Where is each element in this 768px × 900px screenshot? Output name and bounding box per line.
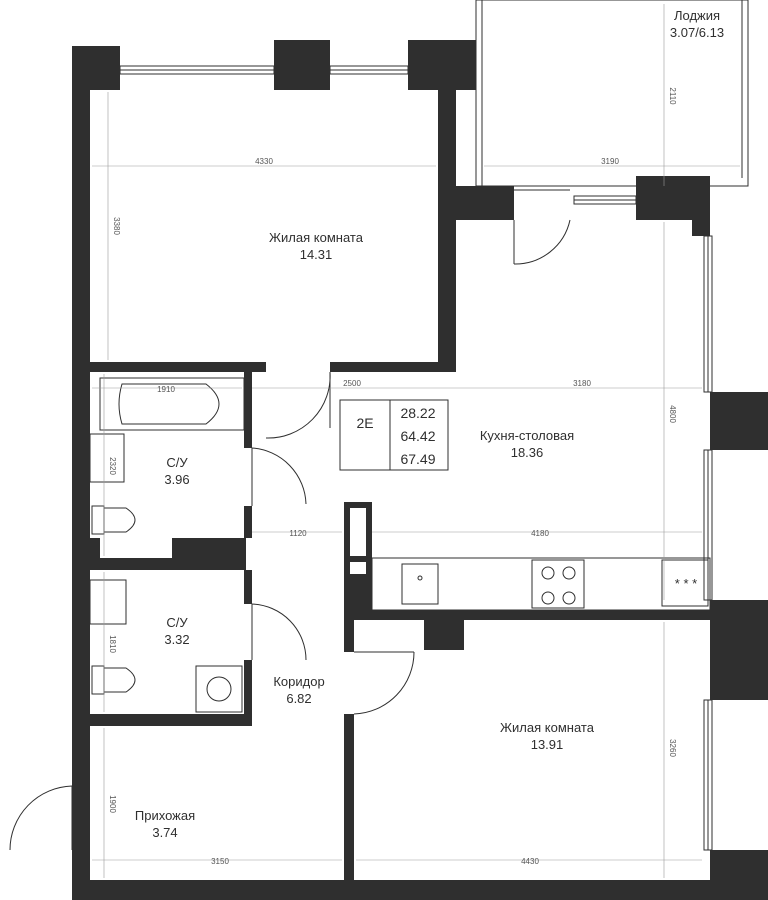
apartment-info-box [339,399,449,471]
room-name-bath1: С/У [166,455,188,470]
apartment-code: 2E [356,415,373,431]
dim-bath1-width: 1910 [157,385,175,394]
dim-living1-height: 3380 [112,217,121,235]
dim-living1-width: 4330 [255,157,273,166]
room-name-kitchen: Кухня-столовая [480,428,574,443]
dim-kitchen-height: 4800 [668,405,677,423]
washing-machine [195,665,243,713]
apartment-area-with-loggia: 67.49 [400,451,435,467]
dim-kitchen-width-a: 2500 [343,379,361,388]
shaft-1 [350,508,366,556]
room-area-bath1: 3.96 [164,472,189,487]
kitchen-counter [371,557,711,611]
sink-1 [89,433,125,483]
room-name-corridor: Коридор [273,674,324,689]
apartment-area-living: 28.22 [400,405,435,421]
walls [72,40,768,900]
fixtures [89,377,711,713]
sink-2 [89,579,127,625]
dim-living2-width: 4430 [521,857,539,866]
dim-corridor-width: 1120 [289,529,307,538]
dim-hallway-height: 1900 [108,795,117,813]
dim-bath2-height: 1810 [108,635,117,653]
room-area-loggia: 3.07/6.13 [670,25,724,40]
bathtub [99,377,245,431]
room-name-hallway: Прихожая [135,808,195,823]
doors [9,189,571,851]
shaft-2 [350,562,366,574]
room-area-corridor: 6.82 [286,691,311,706]
room-area-kitchen: 18.36 [511,445,544,460]
dim-bath1-height: 2320 [108,457,117,475]
apartment-area-total: 64.42 [400,428,435,444]
stove [531,559,585,609]
room-area-living1: 14.31 [300,247,333,262]
toilet-1 [91,505,105,535]
room-area-hallway: 3.74 [152,825,177,840]
room-name-loggia: Лоджия [674,8,720,23]
room-name-living1: Жилая комната [269,230,364,245]
room-name-bath2: С/У [166,615,188,630]
kitchen-sink [401,563,439,605]
dim-living2-height: 3260 [668,739,677,757]
windows [119,65,713,851]
dim-loggia-height: 2110 [668,87,677,105]
fridge-mark: * * * [675,576,697,591]
dim-loggia-width: 3190 [601,157,619,166]
loggia-outline [475,0,749,187]
dim-hallway-width: 3150 [211,857,229,866]
room-area-living2: 13.91 [531,737,564,752]
dim-kitchen-width-c: 4180 [531,529,549,538]
fridge [661,559,709,607]
toilet-2 [91,665,105,695]
dim-kitchen-width-b: 3180 [573,379,591,388]
room-area-bath2: 3.32 [164,632,189,647]
room-name-living2: Жилая комната [500,720,595,735]
dimension-lines [92,4,740,878]
